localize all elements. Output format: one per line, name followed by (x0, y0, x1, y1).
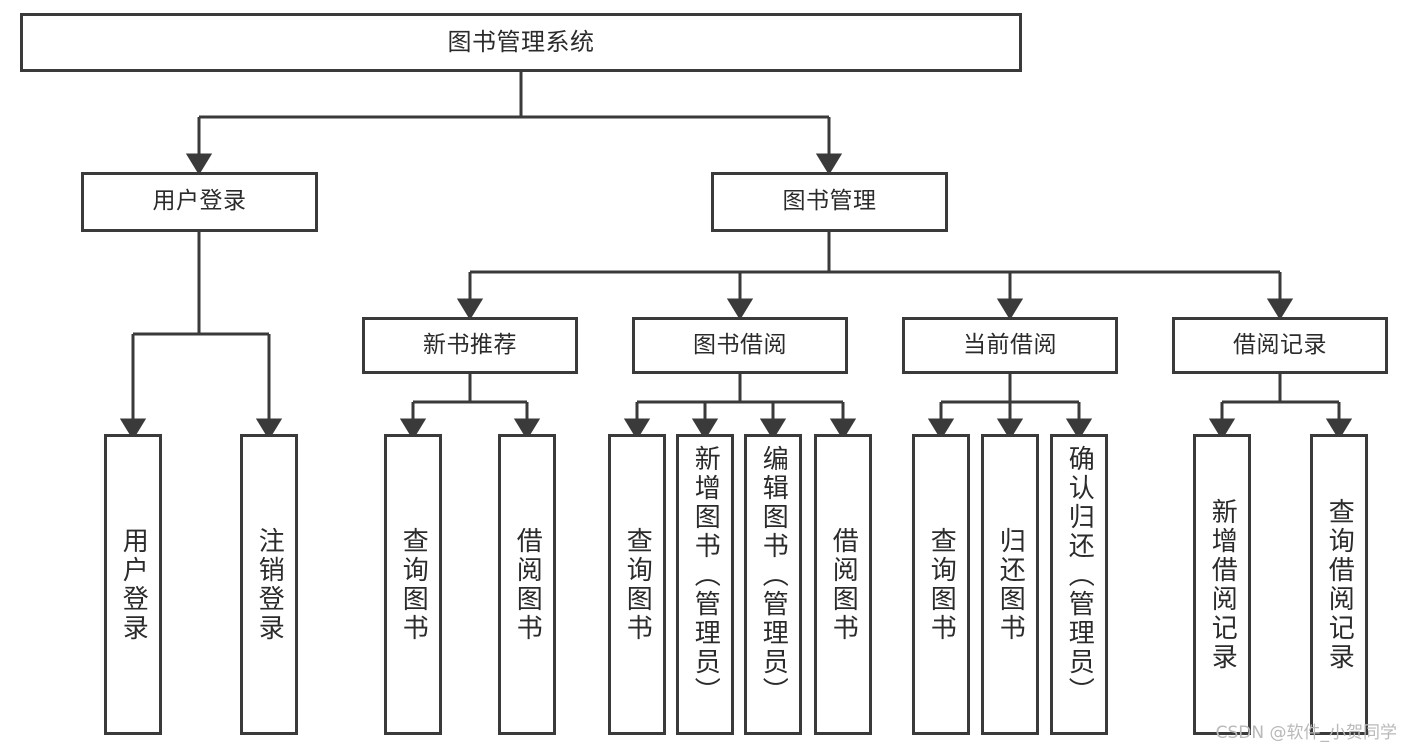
node-label: 新增借阅记录 (1207, 497, 1238, 672)
node-label: 编辑图书（管理员） (758, 445, 789, 706)
node-label: 查询图书 (622, 526, 653, 643)
node-leaf-user-login[interactable]: 用户登录 (104, 434, 162, 735)
node-leaf-logout-login[interactable]: 注销登录 (240, 434, 298, 735)
node-label: 确认归还（管理员） (1064, 445, 1095, 706)
node-leaf-edit-book[interactable]: 编辑图书（管理员） (744, 434, 802, 735)
node-label: 借阅记录 (1233, 331, 1327, 358)
node-label: 注销登录 (254, 526, 285, 643)
node-label: 借阅图书 (512, 526, 543, 643)
node-label: 用户登录 (152, 188, 247, 215)
node-label: 图书管理 (782, 188, 877, 215)
node-label: 归还图书 (995, 526, 1026, 643)
node-book-management[interactable]: 图书管理 (711, 172, 948, 232)
node-borrow-record[interactable]: 借阅记录 (1172, 317, 1388, 374)
node-label: 新书推荐 (423, 331, 517, 358)
node-label: 查询借阅记录 (1324, 497, 1355, 672)
watermark-text: CSDN @软件_小贺同学 (1215, 723, 1397, 743)
node-leaf-add-borrow-record[interactable]: 新增借阅记录 (1193, 434, 1251, 735)
node-label: 新增图书（管理员） (690, 445, 721, 706)
node-user-login[interactable]: 用户登录 (81, 172, 318, 232)
node-leaf-borrow-book-recommend[interactable]: 借阅图书 (498, 434, 556, 735)
node-leaf-query-borrow-record[interactable]: 查询借阅记录 (1310, 434, 1368, 735)
node-label: 查询图书 (398, 526, 429, 643)
node-leaf-confirm-return[interactable]: 确认归还（管理员） (1050, 434, 1108, 735)
node-leaf-add-book[interactable]: 新增图书（管理员） (676, 434, 734, 735)
node-label: 用户登录 (118, 526, 149, 643)
node-root-system[interactable]: 图书管理系统 (20, 13, 1022, 72)
node-label: 查询图书 (926, 526, 957, 643)
node-new-book-recommend[interactable]: 新书推荐 (362, 317, 578, 374)
node-leaf-query-book-borrow[interactable]: 查询图书 (608, 434, 666, 735)
node-label: 图书借阅 (693, 331, 787, 358)
node-label: 借阅图书 (828, 526, 859, 643)
node-leaf-return-book[interactable]: 归还图书 (981, 434, 1039, 735)
node-current-borrow[interactable]: 当前借阅 (902, 317, 1118, 374)
node-leaf-query-book-recommend[interactable]: 查询图书 (384, 434, 442, 735)
node-label: 图书管理系统 (447, 28, 595, 57)
node-label: 当前借阅 (963, 331, 1057, 358)
node-leaf-query-book-current[interactable]: 查询图书 (912, 434, 970, 735)
node-leaf-borrow-book[interactable]: 借阅图书 (814, 434, 872, 735)
node-book-borrow[interactable]: 图书借阅 (632, 317, 848, 374)
